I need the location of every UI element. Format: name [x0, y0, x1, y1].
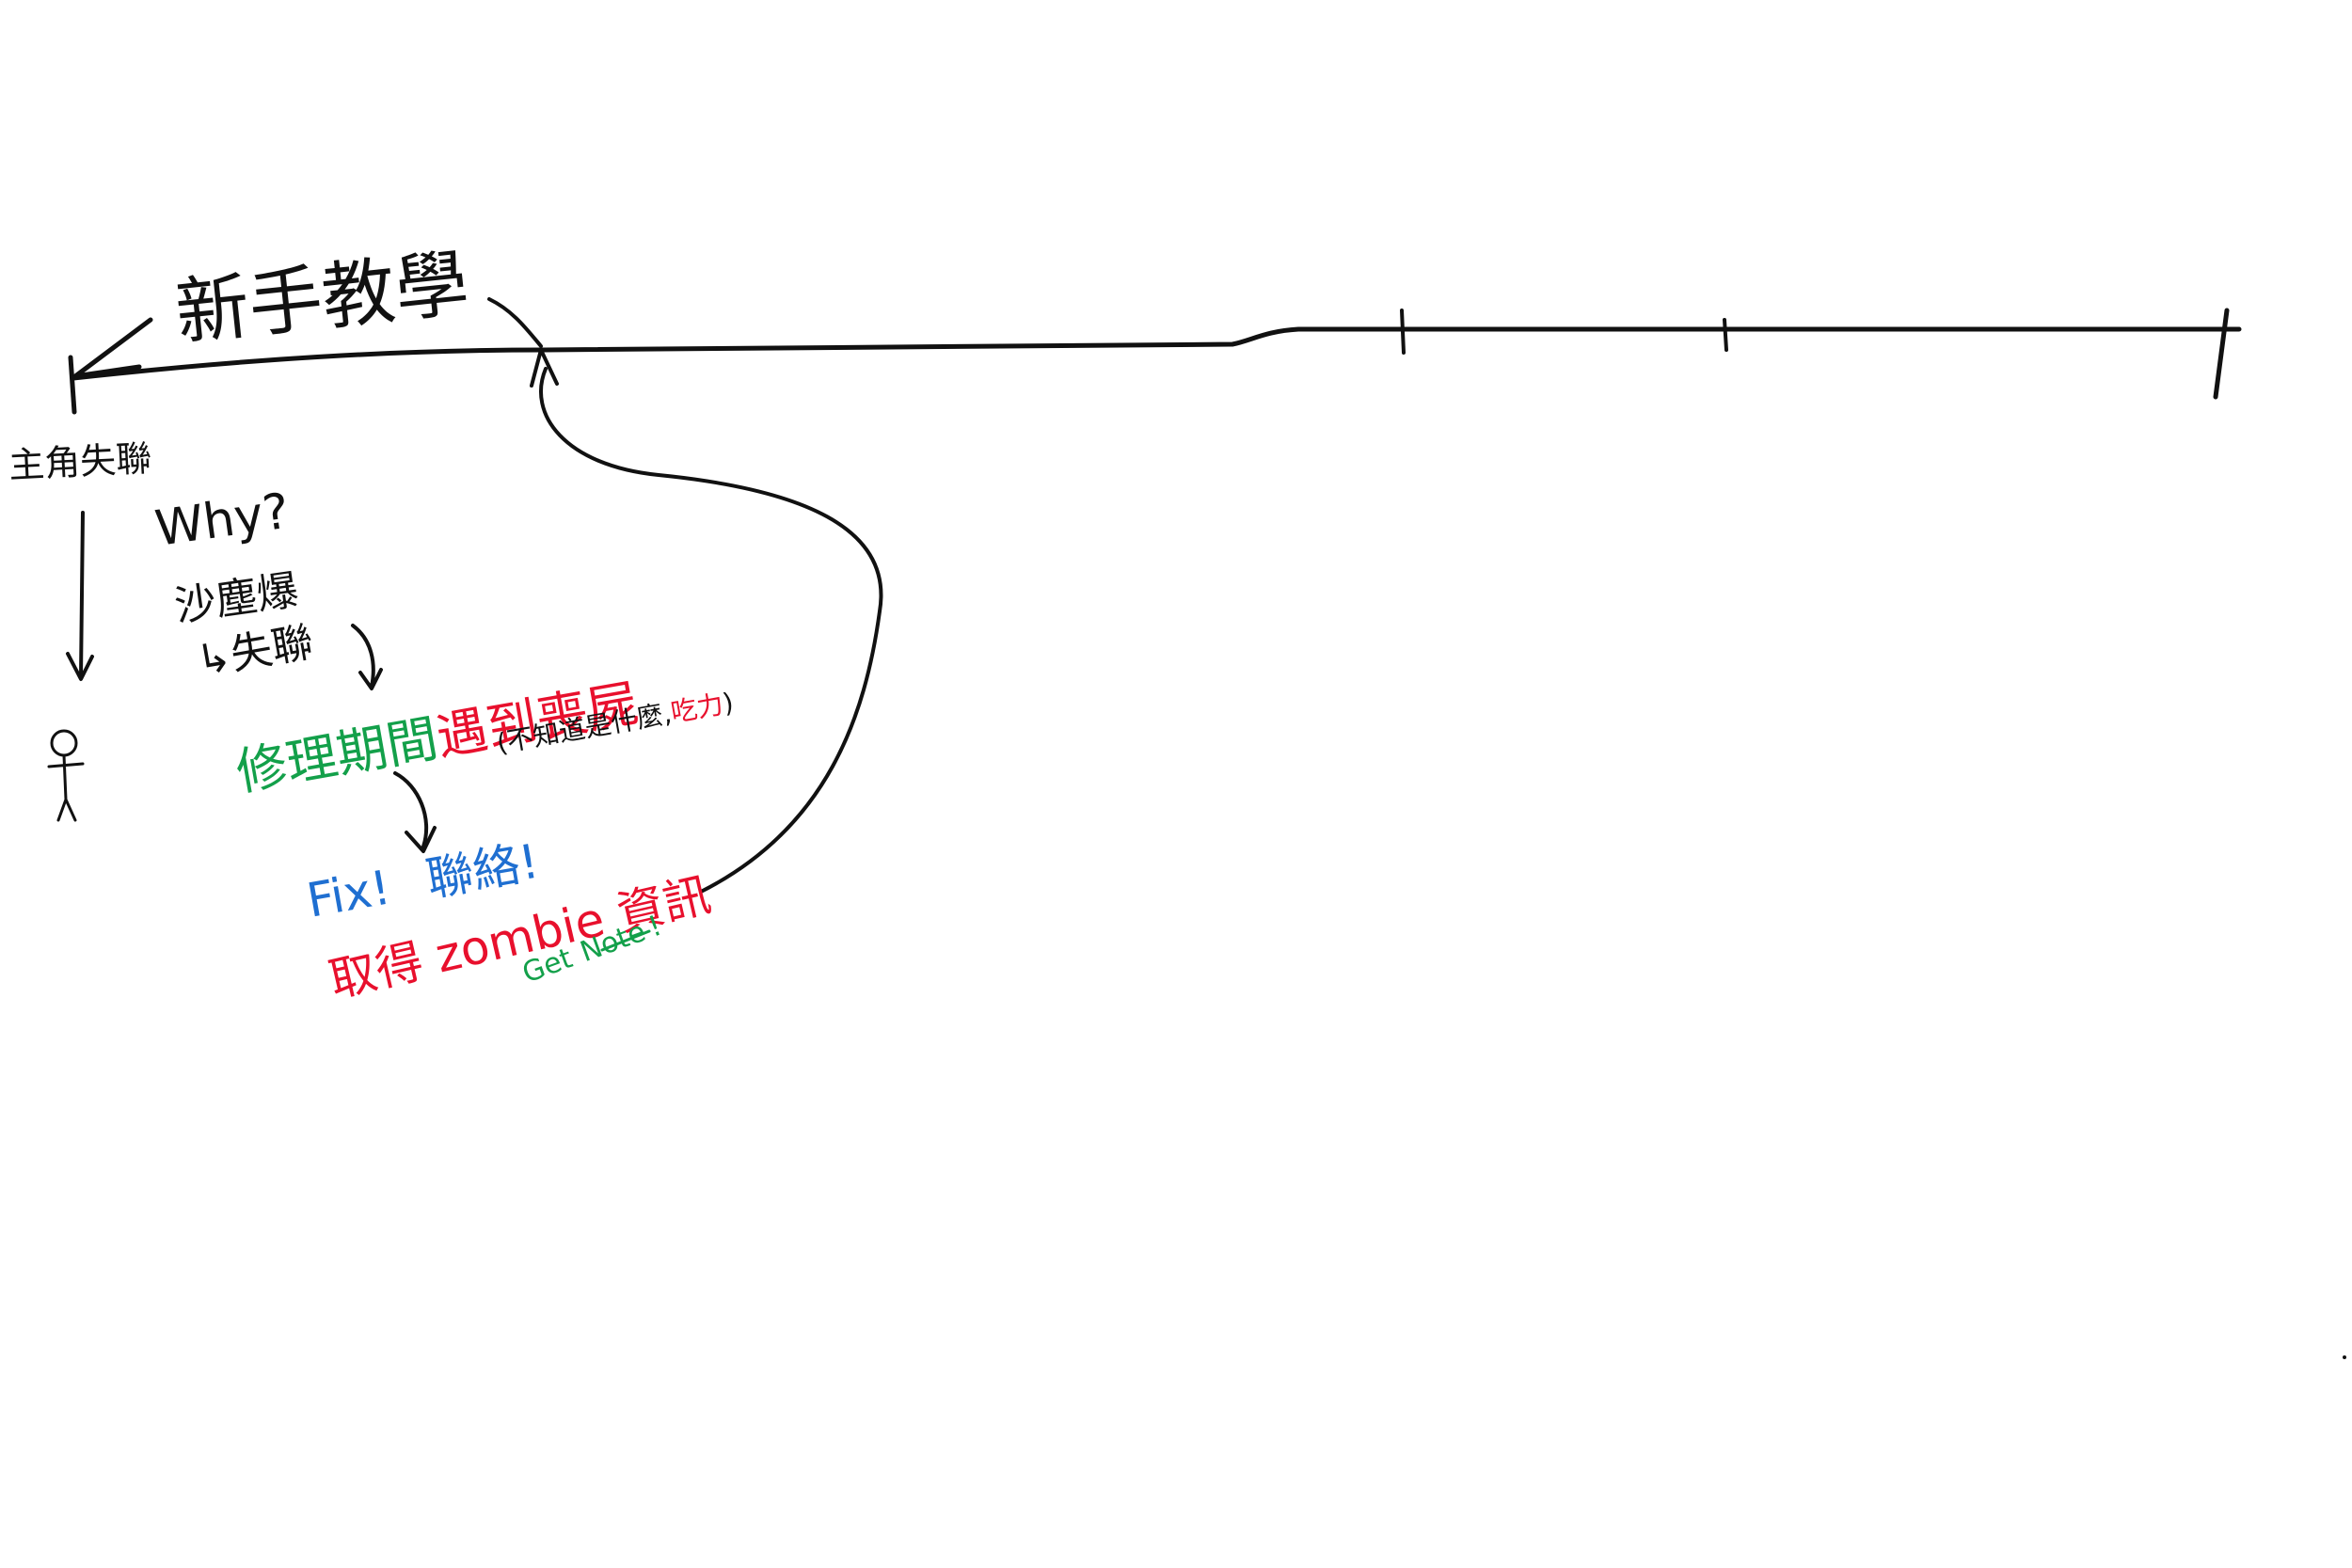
stick-figure-icon	[47, 729, 85, 822]
cause-arrow	[351, 624, 383, 690]
timeline-start-tick	[68, 355, 77, 415]
cause-line-1: 沙塵爆	[171, 566, 301, 631]
note-part-red: 吃力	[668, 689, 725, 728]
timeline-line	[71, 326, 2242, 381]
return-arrow-head	[530, 348, 559, 388]
down-arrow	[66, 511, 94, 681]
question-text: Why?	[151, 483, 293, 558]
left-label: 主角失聯	[8, 437, 152, 486]
note-underline	[600, 929, 651, 952]
title: 新手教學	[172, 242, 473, 356]
stray-dot	[2343, 1355, 2346, 1359]
encounter-arrow	[393, 771, 437, 853]
tutorial-span-arrow	[72, 317, 153, 379]
timeline-tick-2	[1723, 318, 1728, 352]
fix-part-1: Fix!	[303, 860, 394, 928]
cause-line-2: ↳失聯	[193, 618, 317, 686]
return-arrow	[539, 367, 883, 894]
fix-part-2: 聯絡!	[422, 834, 543, 908]
title-arrow	[487, 297, 543, 348]
timeline-end-tick	[2213, 308, 2230, 400]
timeline-tick-1	[1400, 309, 1406, 355]
